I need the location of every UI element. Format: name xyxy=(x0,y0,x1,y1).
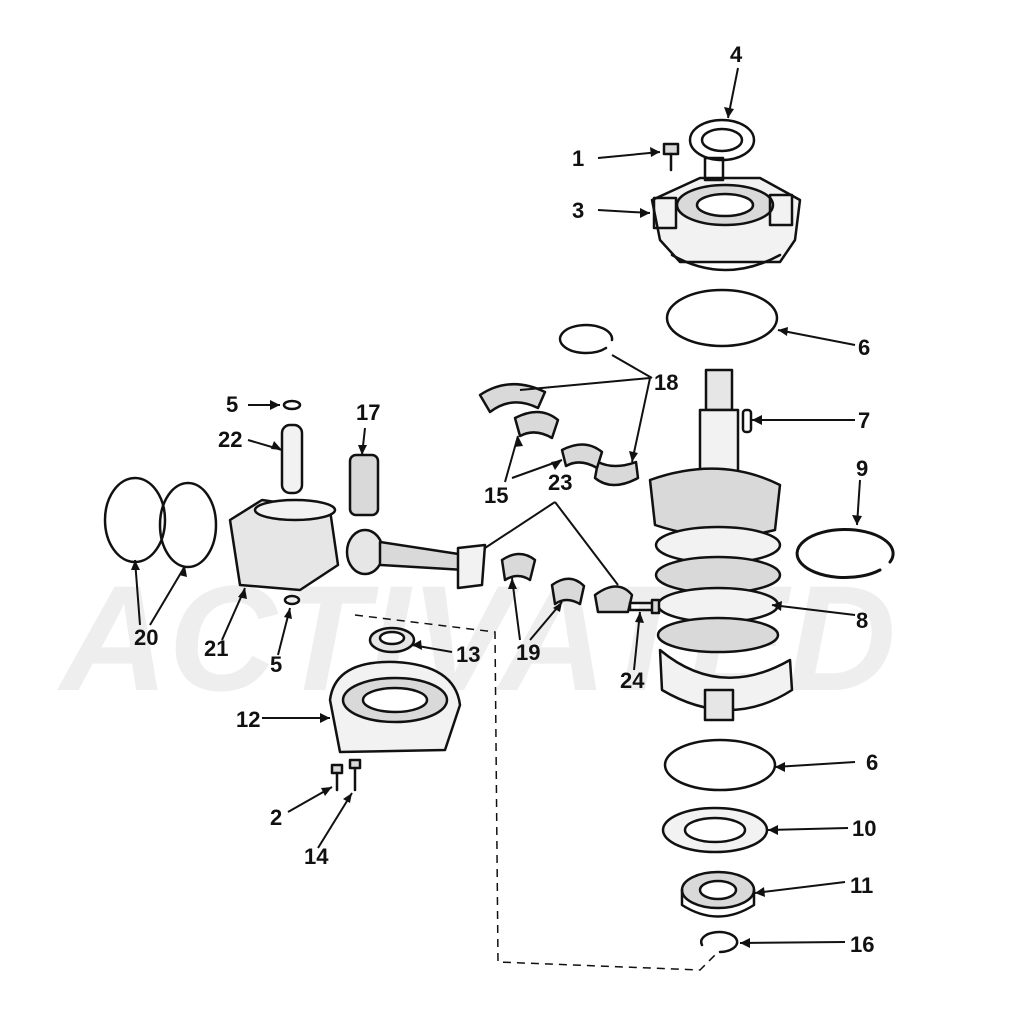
pin-clip-bottom xyxy=(283,594,301,606)
callout-22: 22 xyxy=(218,427,242,452)
rod-cap xyxy=(593,585,634,614)
seal-ring-top xyxy=(688,118,756,162)
callout-21: 21 xyxy=(204,636,228,661)
callout-20: 20 xyxy=(134,625,158,650)
bearing-half-lower xyxy=(593,460,640,487)
callout-11: 11 xyxy=(850,873,873,898)
callout-18: 18 xyxy=(654,370,678,395)
callout-8: 8 xyxy=(856,608,868,633)
callout-4: 4 xyxy=(730,42,743,67)
callout-2: 2 xyxy=(270,805,282,830)
crankshaft xyxy=(648,368,794,722)
callout-5-bottom: 5 xyxy=(270,652,282,677)
woodruff-key xyxy=(741,408,753,434)
needle-bearing-lower-a xyxy=(500,552,537,582)
callout-6-lower: 6 xyxy=(866,750,878,775)
lower-bearing-housing xyxy=(328,660,462,754)
callout-7: 7 xyxy=(858,408,870,433)
housing-screw-14 xyxy=(348,758,362,792)
rod-screw xyxy=(628,598,661,615)
lower-seal xyxy=(368,626,416,654)
piston-ring-1 xyxy=(103,476,167,564)
retaining-ring-small xyxy=(558,323,614,355)
retaining-ring-large xyxy=(795,528,895,580)
piston-ring-2 xyxy=(158,481,218,569)
arrow-heads xyxy=(131,107,862,948)
callout-6-upper: 6 xyxy=(858,335,870,360)
piston xyxy=(228,498,340,592)
callout-16: 16 xyxy=(850,932,874,957)
connecting-rod xyxy=(345,528,487,590)
needle-bearing-lower-b xyxy=(550,577,586,606)
o-ring-lower xyxy=(663,738,777,792)
o-ring-upper xyxy=(665,288,779,348)
callout-1: 1 xyxy=(572,146,584,171)
housing-screw-2 xyxy=(330,763,344,792)
ball-bearing xyxy=(680,870,756,918)
callout-3: 3 xyxy=(572,198,584,223)
callout-13: 13 xyxy=(456,642,480,667)
callout-15: 15 xyxy=(484,483,508,508)
callout-12: 12 xyxy=(236,707,260,732)
upper-bearing-housing xyxy=(650,156,802,272)
needle-bearing-a xyxy=(513,410,560,440)
callout-17: 17 xyxy=(356,400,380,425)
pin-needle-bearing xyxy=(348,453,380,517)
seal-plate xyxy=(661,806,769,854)
snap-ring xyxy=(699,930,739,954)
callout-23: 23 xyxy=(548,470,572,495)
callout-19: 19 xyxy=(516,640,540,665)
pin-clip-top xyxy=(282,399,302,411)
callout-24: 24 xyxy=(620,668,645,693)
needle-bearing-b xyxy=(560,443,604,470)
callout-9: 9 xyxy=(856,456,868,481)
screw-top xyxy=(662,142,680,172)
callout-14: 14 xyxy=(304,844,329,869)
callout-5-top: 5 xyxy=(226,392,238,417)
bearing-half-upper xyxy=(478,382,547,414)
callout-10: 10 xyxy=(852,816,876,841)
piston-pin xyxy=(280,423,304,495)
